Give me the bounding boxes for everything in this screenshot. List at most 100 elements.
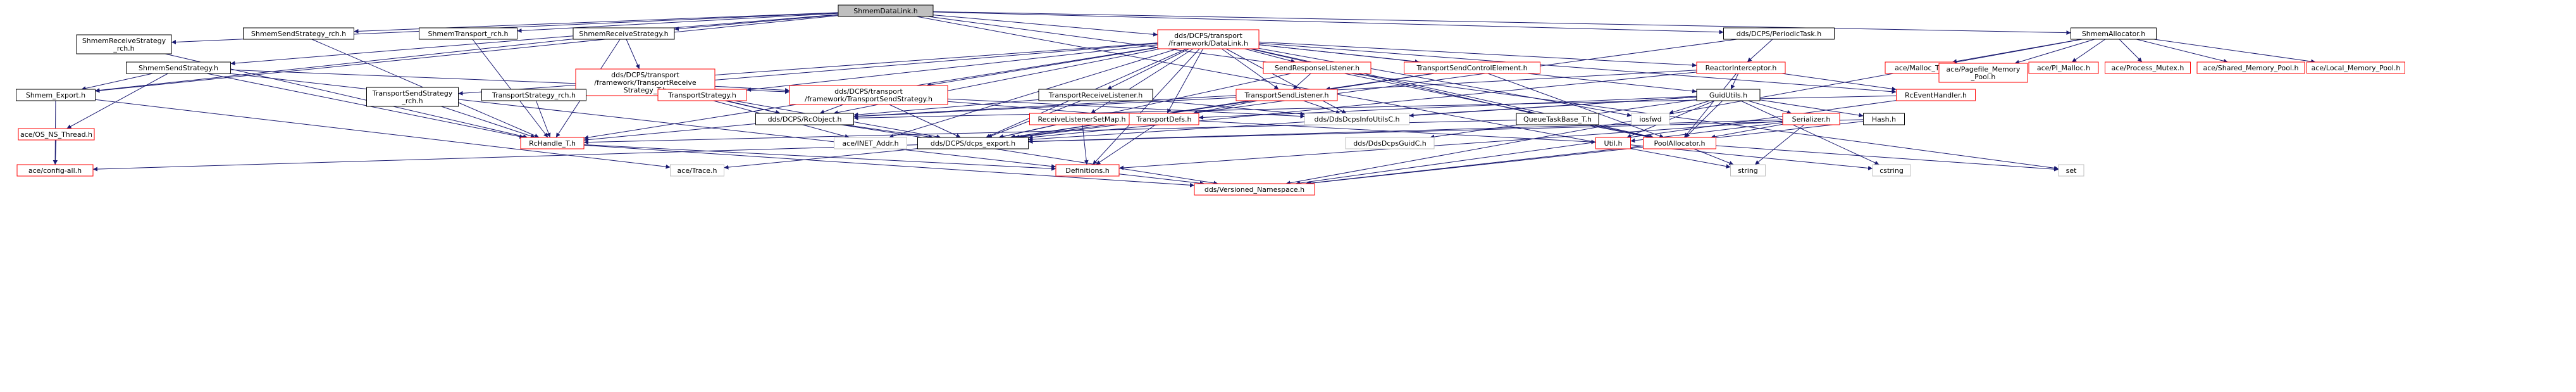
- node-tss[interactable]: dds/DCPS/transport/framework/TransportSe…: [789, 85, 948, 105]
- node-iosfwd[interactable]: iosfwd: [1631, 113, 1670, 125]
- node-box-sss: [126, 61, 231, 74]
- node-box-trl: [1038, 89, 1153, 101]
- node-infoutils[interactable]: dds/DdsDcpsInfoUtilsC.h: [1304, 113, 1409, 125]
- edge-hash-to-dcps_export: [1028, 119, 1864, 144]
- node-salloc[interactable]: ShmemAllocator.h: [2071, 27, 2157, 40]
- node-trs_t[interactable]: dds/DCPS/transport/framework/TransportRe…: [575, 68, 715, 96]
- node-malloc_t[interactable]: ace/Malloc_T.h: [1885, 61, 1955, 74]
- node-pool[interactable]: PoolAllocator.h: [1643, 137, 1716, 149]
- node-local_pool[interactable]: ace/Local_Memory_Pool.h: [2307, 61, 2405, 74]
- node-guidc[interactable]: dds/DdsDcpsGuidC.h: [1345, 137, 1435, 149]
- edge-tdefs-to-util: [1198, 120, 1596, 144]
- node-label-malloc_t-0: ace/Malloc_T.h: [1895, 64, 1945, 72]
- node-box-trace: [670, 164, 724, 177]
- node-os_ns_thread[interactable]: ace/OS_NS_Thread.h: [18, 128, 95, 141]
- node-box-util: [1595, 137, 1631, 149]
- node-proc_mutex[interactable]: ace/Process_Mutex.h: [2105, 61, 2191, 74]
- node-tstrat[interactable]: TransportStrategy.h: [657, 89, 747, 101]
- node-label-local_pool-0: ace/Local_Memory_Pool.h: [2312, 64, 2401, 72]
- edge-serializer-to-definitions: [1118, 120, 1783, 170]
- node-label-tss-0: dds/DCPS/transport: [834, 87, 903, 96]
- node-reh[interactable]: RcEventHandler.h: [1896, 89, 1976, 101]
- edge-guidutils-to-serializer: [1747, 100, 1792, 115]
- node-definitions[interactable]: Definitions.h: [1055, 164, 1120, 177]
- edge-tstrat-to-rcobject: [726, 100, 781, 115]
- nodes-layer: ShmemDataLink.hShmemReceiveStrategy_rch.…: [16, 4, 2405, 196]
- node-label-srs_rch-0: ShmemReceiveStrategy: [82, 37, 166, 45]
- edge-tsl-to-rcobject: [853, 97, 1237, 119]
- node-versioned[interactable]: dds/Versioned_Namespace.h: [1194, 183, 1315, 196]
- node-qtb[interactable]: QueueTaskBase_T.h: [1516, 113, 1599, 125]
- edge-dcps_dl-to-definitions: [1092, 48, 1200, 165]
- edge-root-to-set: [927, 16, 2059, 170]
- node-label-pool-0: PoolAllocator.h: [1654, 139, 1706, 148]
- node-sss_rch[interactable]: ShmemSendStrategy_rch.h: [243, 27, 354, 40]
- node-tdefs[interactable]: TransportDefs.h: [1129, 113, 1199, 125]
- node-rlsm[interactable]: ReceiveListenerSetMap.h: [1029, 113, 1134, 125]
- edge-dcps_dl-to-srl: [1244, 48, 1296, 63]
- node-label-rlsm-0: ReceiveListenerSetMap.h: [1037, 115, 1125, 123]
- node-cstring[interactable]: cstring: [1872, 164, 1911, 177]
- node-label-serializer-0: Serializer.h: [1792, 115, 1831, 123]
- edge-rlsm-to-definitions: [1082, 124, 1089, 165]
- node-hash[interactable]: Hash.h: [1863, 113, 1905, 125]
- node-box-versioned: [1194, 183, 1315, 196]
- node-periodic[interactable]: dds/DCPS/PeriodicTask.h: [1723, 27, 1835, 40]
- node-shared_pool[interactable]: ace/Shared_Memory_Pool.h: [2196, 61, 2305, 74]
- node-trl[interactable]: TransportReceiveListener.h: [1038, 89, 1153, 101]
- node-st_rch[interactable]: ShmemTransport_rch.h: [419, 27, 517, 40]
- node-label-tstrat-0: TransportStrategy.h: [667, 91, 736, 99]
- node-srs[interactable]: ShmemReceiveStrategy.h: [573, 27, 675, 40]
- node-dcps_export[interactable]: dds/DCPS/dcps_export.h: [917, 137, 1029, 149]
- node-set[interactable]: set: [2058, 164, 2084, 177]
- node-serializer[interactable]: Serializer.h: [1782, 113, 1840, 125]
- edge-guidutils-to-iosfwd: [1668, 100, 1711, 115]
- node-box-pool: [1643, 137, 1716, 149]
- edge-salloc-to-local_pool: [2153, 39, 2316, 64]
- edge-rlsm-to-dcps_export: [998, 124, 1056, 139]
- node-tss_rch[interactable]: TransportSendStrategy_rch.h: [366, 87, 459, 107]
- edge-root-to-periodic: [932, 11, 1724, 35]
- node-box-reh: [1896, 89, 1976, 101]
- edge-dcps_dl-to-tstrat: [746, 44, 1158, 92]
- node-config_all[interactable]: ace/config-all.h: [16, 164, 94, 177]
- node-label-guidutils-0: GuidUtils.h: [1709, 91, 1747, 99]
- node-box-pagefile: [1938, 63, 2028, 83]
- node-box-local_pool: [2307, 61, 2405, 74]
- node-label-pi_malloc-0: ace/PI_Malloc.h: [2037, 64, 2090, 72]
- node-dcps_dl[interactable]: dds/DCPS/transport/framework/DataLink.h: [1157, 29, 1260, 49]
- node-label-rcobject-0: dds/DCPS/RcObject.h: [768, 115, 842, 123]
- edge-trl-to-infoutils: [1152, 99, 1305, 117]
- node-rcobject[interactable]: dds/DCPS/RcObject.h: [755, 113, 854, 125]
- node-root[interactable]: ShmemDataLink.h: [838, 4, 934, 17]
- node-ts_rch[interactable]: TransportStrategy_rch.h: [481, 89, 586, 101]
- edge-tss-to-rcobject: [819, 104, 844, 114]
- node-box-tss: [789, 85, 948, 105]
- edge-salloc-to-versioned: [1285, 39, 2083, 186]
- node-tsce[interactable]: TransportSendControlElement.h: [1404, 61, 1540, 74]
- node-reactor[interactable]: ReactorInterceptor.h: [1696, 61, 1786, 74]
- node-box-rchandle: [520, 137, 585, 149]
- edge-tss-to-infoutils: [947, 98, 1305, 119]
- edge-dcps_export-to-trace: [724, 148, 918, 170]
- node-rchandle[interactable]: RcHandle_T.h: [520, 137, 585, 149]
- node-box-pi_malloc: [2028, 61, 2099, 74]
- node-shmem_export[interactable]: Shmem_Export.h: [16, 89, 96, 101]
- node-pi_malloc[interactable]: ace/PI_Malloc.h: [2028, 61, 2099, 74]
- node-guidutils[interactable]: GuidUtils.h: [1696, 89, 1761, 101]
- node-label-srs-0: ShmemReceiveStrategy.h: [579, 30, 668, 38]
- node-string[interactable]: string: [1730, 164, 1766, 177]
- node-label-tsce-0: TransportSendControlElement.h: [1416, 64, 1527, 72]
- node-srl[interactable]: SendResponseListener.h: [1263, 61, 1372, 74]
- node-tsl[interactable]: TransportSendListener.h: [1235, 89, 1338, 101]
- node-trace[interactable]: ace/Trace.h: [670, 164, 724, 177]
- node-pagefile[interactable]: ace/Pagefile_Memory_Pool.h: [1938, 63, 2028, 83]
- edge-reactor-to-dcps_export: [1028, 72, 1697, 140]
- edge-periodic-to-reactor: [1747, 39, 1773, 63]
- node-srs_rch[interactable]: ShmemReceiveStrategy_rch.h: [76, 34, 172, 54]
- node-inet[interactable]: ace/INET_Addr.h: [834, 137, 907, 149]
- node-label-shared_pool-0: ace/Shared_Memory_Pool.h: [2203, 64, 2299, 72]
- node-util[interactable]: Util.h: [1595, 137, 1631, 149]
- node-sss[interactable]: ShmemSendStrategy.h: [126, 61, 231, 74]
- node-box-definitions: [1055, 164, 1120, 177]
